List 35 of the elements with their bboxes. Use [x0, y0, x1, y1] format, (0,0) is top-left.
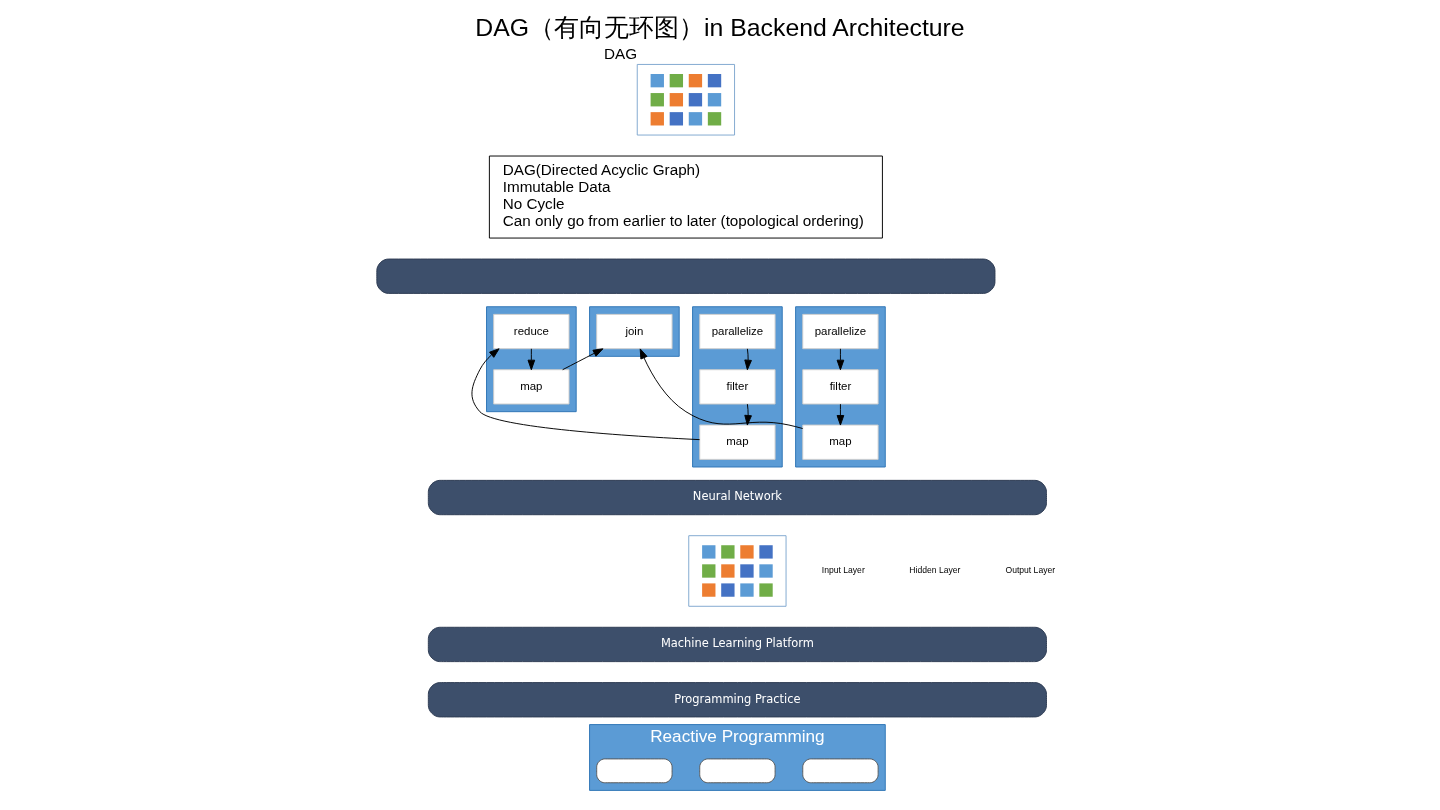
- node-box: [596, 758, 673, 784]
- node-label: DAG: [604, 45, 638, 63]
- label: Hidden Layer: [909, 565, 961, 576]
- arrow: [836, 403, 845, 426]
- arrow: [639, 348, 804, 429]
- arrow: [836, 348, 845, 371]
- diagram-title: DAG（有向无环图）in Backend Architecture: [475, 13, 965, 41]
- node-box: map: [493, 369, 570, 405]
- node-box: Neural Network: [427, 479, 1047, 516]
- node-box: reduce: [493, 313, 570, 350]
- node-box: filter: [802, 369, 879, 405]
- cluster: [795, 306, 886, 468]
- node-box: map: [802, 424, 879, 460]
- arrow: [562, 348, 604, 371]
- node-picture: [688, 535, 787, 607]
- arrow: [744, 403, 752, 426]
- label: Input Layer: [821, 565, 865, 576]
- node-box: join: [596, 313, 673, 350]
- node-box: DAG(Directed Acyclic Graph) Immutable Data No Cycle Can only go from earlier to later (topological ordering): [488, 155, 883, 239]
- cluster: Reactive Programming: [589, 724, 886, 791]
- node-box: Programming Practice: [427, 682, 1047, 718]
- node-box: parallelize: [699, 313, 776, 350]
- node-box: map: [699, 424, 776, 460]
- node-bar: [376, 258, 996, 294]
- node-box: [699, 758, 776, 784]
- arrow: [744, 348, 752, 371]
- node-picture: [636, 63, 736, 136]
- node-box: parallelize: [802, 313, 879, 350]
- node-box: [802, 758, 879, 784]
- cluster: [692, 306, 783, 468]
- arrow: [527, 348, 536, 371]
- arrow: [471, 348, 701, 441]
- node-box: Machine Learning Platform: [427, 626, 1047, 663]
- label: Output Layer: [1005, 565, 1056, 576]
- node-box: filter: [699, 369, 776, 405]
